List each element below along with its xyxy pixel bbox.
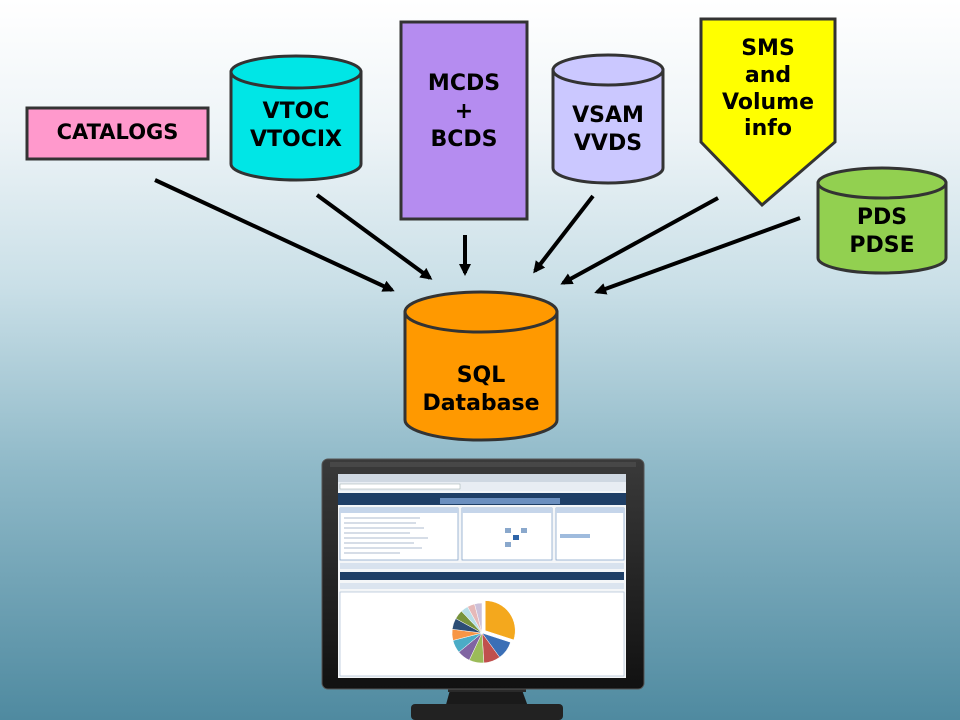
catalogs-box	[25, 106, 210, 161]
monitor	[321, 458, 645, 720]
vsam-label: VSAM VVDS	[572, 103, 644, 157]
web-reporting-app-screenshot-icon	[338, 474, 626, 678]
pie-chart-thumbnail	[451, 600, 516, 664]
pie-slice	[474, 602, 483, 634]
mcds-box	[399, 20, 529, 221]
sms-pentagon	[699, 17, 837, 208]
catalogs-label: CATALOGS	[56, 120, 179, 144]
sql-database-label: SQL Database	[422, 363, 540, 417]
sql-database-cylinder	[403, 290, 559, 442]
pie-slice	[484, 600, 516, 641]
mcds-label: MCDS + BCDS	[427, 71, 501, 153]
pds-cylinder	[816, 166, 948, 275]
vsam-cylinder	[551, 53, 665, 185]
sms-label: SMS and Volume info	[722, 36, 814, 142]
vtoc-label: VTOC VTOCIX	[249, 99, 343, 153]
arrow-pds-to-sql	[594, 216, 801, 295]
vtoc-cylinder	[229, 54, 363, 182]
pds-label: PDS PDSE	[849, 205, 915, 259]
arrow-vsam-to-sql	[533, 194, 595, 274]
arrow-sms-to-sql	[560, 196, 719, 285]
arrow-vtoc-to-sql	[315, 193, 433, 280]
arrow-catalogs-to-sql	[154, 178, 395, 292]
